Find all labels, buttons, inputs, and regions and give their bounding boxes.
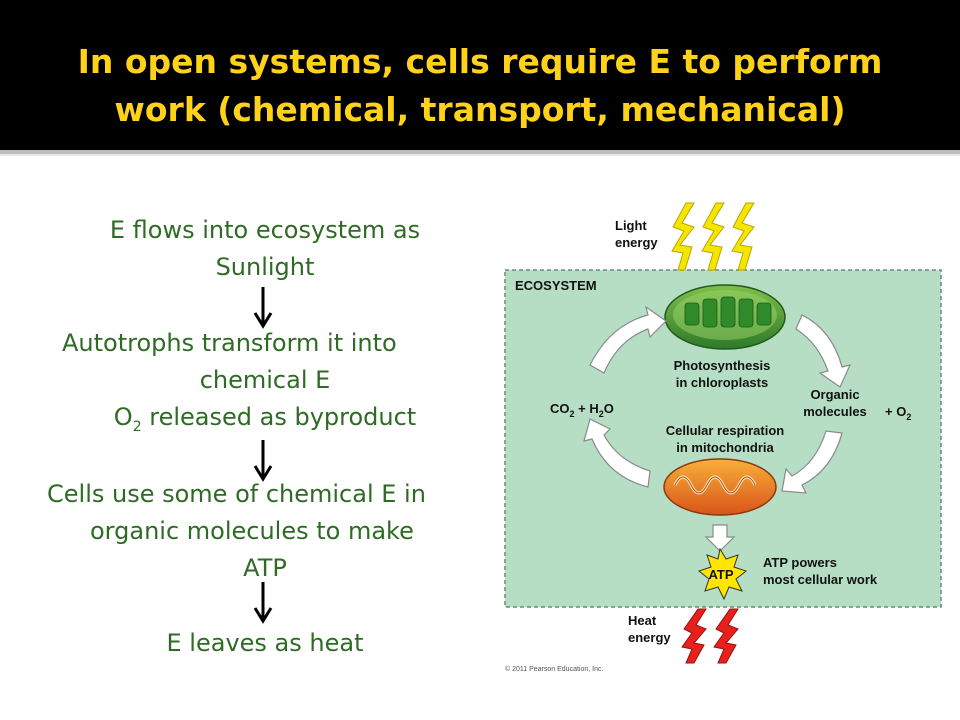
- step2-line3: O2 released as byproduct: [113, 403, 417, 435]
- down-arrow-icon: [253, 440, 273, 482]
- step1-line1: E flows into ecosystem as: [109, 216, 421, 244]
- title-bar: [0, 0, 960, 150]
- step2-line2: chemical E: [199, 366, 331, 394]
- cycle-arrow-bottom-left: [583, 418, 651, 488]
- atp-burst-icon: ATP: [697, 547, 748, 601]
- energy-flow-diagram: ECOSYSTEM Light energy Photosynthesis in…: [504, 202, 942, 673]
- step4: E leaves as heat: [166, 629, 364, 657]
- step3-line2: organic molecules to make: [90, 517, 414, 545]
- title-divider: [0, 150, 960, 154]
- step2-line1: Autotrophs transform it into: [62, 329, 397, 357]
- step1-line2: Sunlight: [215, 253, 315, 281]
- light-bolt-icons: [671, 202, 755, 271]
- down-arrow-icon: [704, 524, 736, 552]
- light-energy-label-2: energy: [615, 235, 658, 250]
- co2-h2o-label: CO2 + H2O: [550, 401, 614, 419]
- slide-title-line-1: In open systems, cells require E to perf…: [77, 42, 883, 81]
- chloroplast-icon: [664, 284, 786, 350]
- light-energy-label-1: Light: [615, 218, 647, 233]
- atp-label: ATP: [708, 567, 733, 582]
- cycle-arrow-top-right: [795, 314, 852, 388]
- respiration-label-1: Cellular respiration: [666, 423, 785, 438]
- cycle-arrow-top-left: [589, 305, 667, 374]
- photosynthesis-label-1: Photosynthesis: [674, 358, 771, 373]
- copyright-text: © 2011 Pearson Education, Inc.: [505, 665, 603, 673]
- slide-title-line-2: work (chemical, transport, mechanical): [114, 90, 846, 129]
- down-arrow-icon: [253, 287, 273, 329]
- cycle-arrows: [583, 305, 852, 494]
- atp-powers-label-2: most cellular work: [763, 572, 878, 587]
- title-divider-shadow: [0, 154, 960, 156]
- photosynthesis-label-2: in chloroplasts: [676, 375, 768, 390]
- mitochondrion-icon: [663, 458, 777, 516]
- atp-powers-label-1: ATP powers: [763, 555, 837, 570]
- step3-line1: Cells use some of chemical E in: [47, 480, 426, 508]
- heat-energy-label-2: energy: [628, 630, 671, 645]
- plus-o2-label: + O2: [885, 404, 911, 422]
- respiration-label-2: in mitochondria: [676, 440, 774, 455]
- heat-bolt-icons: [681, 608, 739, 664]
- down-arrow-icon: [253, 582, 273, 624]
- ecosystem-label: ECOSYSTEM: [515, 278, 597, 293]
- organic-label-2: molecules: [803, 404, 867, 419]
- heat-energy-label-1: Heat: [628, 613, 657, 628]
- cycle-arrow-bottom-right: [781, 430, 843, 494]
- step3-line3: ATP: [243, 554, 287, 582]
- organic-label-1: Organic: [810, 387, 859, 402]
